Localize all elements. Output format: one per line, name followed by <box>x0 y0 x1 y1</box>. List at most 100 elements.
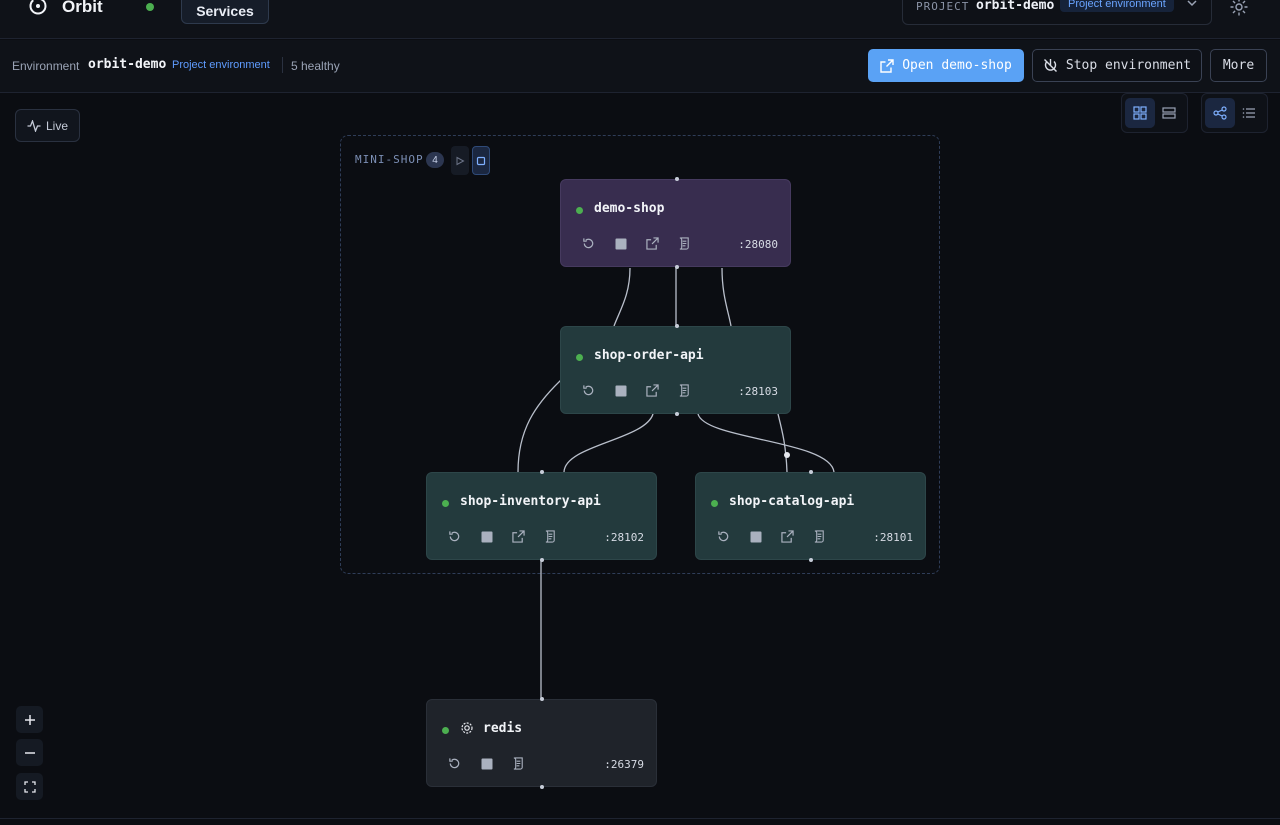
service-node-shop-catalog-api[interactable]: shop-catalog-api :28101 <box>695 470 926 562</box>
stop-icon[interactable] <box>479 756 494 771</box>
restart-icon[interactable] <box>716 529 731 544</box>
fullscreen-icon <box>23 780 36 793</box>
node-handle-bottom <box>675 412 679 416</box>
logs-scroll-icon[interactable] <box>543 529 558 544</box>
node-handle-bottom <box>675 265 679 269</box>
stop-icon[interactable] <box>479 529 494 544</box>
app-name: Orbit <box>62 0 103 16</box>
project-selector[interactable]: PROJECT orbit-demo Project environment <box>902 0 1212 25</box>
health-dot <box>576 207 583 214</box>
orbit-logo-icon <box>29 0 47 15</box>
environment-type: Project environment <box>172 59 270 71</box>
play-icon <box>456 156 465 165</box>
service-name: shop-order-api <box>594 348 704 363</box>
stop-square-icon <box>476 156 486 165</box>
health-dot <box>576 354 583 361</box>
service-port: :28103 <box>738 385 778 398</box>
divider <box>282 57 283 73</box>
live-toggle-button[interactable]: Live <box>15 109 80 142</box>
logs-scroll-icon[interactable] <box>677 383 692 398</box>
top-nav: Orbit Services PROJECT orbit-demo Projec… <box>0 0 1280 39</box>
layout-toggle-group <box>1121 93 1188 133</box>
bottom-divider <box>0 818 1280 819</box>
node-handle-top <box>540 697 544 701</box>
more-button[interactable]: More <box>1210 49 1267 82</box>
service-name: shop-catalog-api <box>729 494 855 509</box>
restart-icon[interactable] <box>447 529 462 544</box>
service-port: :28102 <box>604 531 644 544</box>
restart-icon[interactable] <box>447 756 462 771</box>
service-name: shop-inventory-api <box>460 494 601 509</box>
power-off-icon <box>1043 59 1057 72</box>
list-icon <box>1242 108 1256 118</box>
rows-view-button[interactable] <box>1155 98 1185 128</box>
logs-scroll-icon[interactable] <box>677 236 692 251</box>
status-dot <box>146 3 154 11</box>
node-handle-top <box>675 324 679 328</box>
group-stop-button[interactable] <box>472 146 490 175</box>
health-dot <box>442 727 449 734</box>
tab-services-label: Services <box>196 3 254 19</box>
service-node-shop-inventory-api[interactable]: shop-inventory-api :28102 <box>426 470 657 562</box>
project-label: PROJECT <box>916 0 970 13</box>
service-node-shop-order-api[interactable]: shop-order-api :28103 <box>560 324 791 416</box>
health-dot <box>442 500 449 507</box>
node-handle-bottom <box>540 785 544 789</box>
stop-icon[interactable] <box>613 383 628 398</box>
grid-icon <box>1133 106 1147 120</box>
health-summary: 5 healthy <box>291 59 340 73</box>
more-label: More <box>1222 58 1255 73</box>
live-label: Live <box>45 118 68 133</box>
service-port: :26379 <box>604 758 644 771</box>
rows-icon <box>1162 107 1176 119</box>
gear-icon <box>461 722 473 734</box>
chevron-down-icon <box>1187 0 1197 7</box>
stop-icon[interactable] <box>748 529 763 544</box>
environment-bar: Environment orbit-demo Project environme… <box>0 40 1280 93</box>
group-start-button[interactable] <box>451 146 469 175</box>
project-env-badge: Project environment <box>1060 0 1174 12</box>
zoom-in-button[interactable] <box>16 706 43 733</box>
external-link-icon[interactable] <box>511 529 526 544</box>
node-handle-bottom <box>540 558 544 562</box>
settings-gear-icon[interactable] <box>1229 0 1249 17</box>
mode-toggle-group <box>1201 93 1268 133</box>
grid-view-button[interactable] <box>1125 98 1155 128</box>
service-name: redis <box>483 721 523 736</box>
zoom-out-button[interactable] <box>16 739 43 766</box>
node-handle-top <box>540 470 544 474</box>
health-dot <box>711 500 718 507</box>
activity-icon <box>27 119 41 132</box>
service-node-redis[interactable]: redis :26379 <box>426 697 657 789</box>
open-demo-shop-button[interactable]: Open demo-shop <box>868 49 1024 82</box>
environment-name: orbit-demo <box>88 57 167 72</box>
share-nodes-icon <box>1213 106 1227 120</box>
node-handle-bottom <box>809 558 813 562</box>
logs-scroll-icon[interactable] <box>812 529 827 544</box>
external-link-icon[interactable] <box>645 236 660 251</box>
stop-environment-button[interactable]: Stop environment <box>1032 49 1202 82</box>
service-node-demo-shop[interactable]: demo-shop :28080 <box>560 177 791 269</box>
external-link-icon[interactable] <box>780 529 795 544</box>
restart-icon[interactable] <box>581 236 596 251</box>
open-demo-shop-label: Open demo-shop <box>902 58 1012 73</box>
service-group-mini-shop: MINI-SHOP 4 <box>340 135 940 574</box>
list-view-button[interactable] <box>1235 98 1265 128</box>
plus-icon <box>24 714 35 725</box>
stop-icon[interactable] <box>613 236 628 251</box>
group-count-badge: 4 <box>426 152 444 168</box>
external-link-icon[interactable] <box>645 383 660 398</box>
restart-icon[interactable] <box>581 383 596 398</box>
external-link-icon <box>880 58 894 73</box>
graph-view-button[interactable] <box>1205 98 1235 128</box>
node-handle-top <box>809 470 813 474</box>
logs-scroll-icon[interactable] <box>511 756 526 771</box>
stop-environment-label: Stop environment <box>1065 58 1192 73</box>
fit-view-button[interactable] <box>16 773 43 800</box>
service-port: :28080 <box>738 238 778 251</box>
minus-icon <box>24 751 35 754</box>
tab-services[interactable]: Services <box>181 0 269 24</box>
project-name: orbit-demo <box>976 0 1055 13</box>
environment-label: Environment <box>12 59 80 73</box>
node-handle-top <box>675 177 679 181</box>
